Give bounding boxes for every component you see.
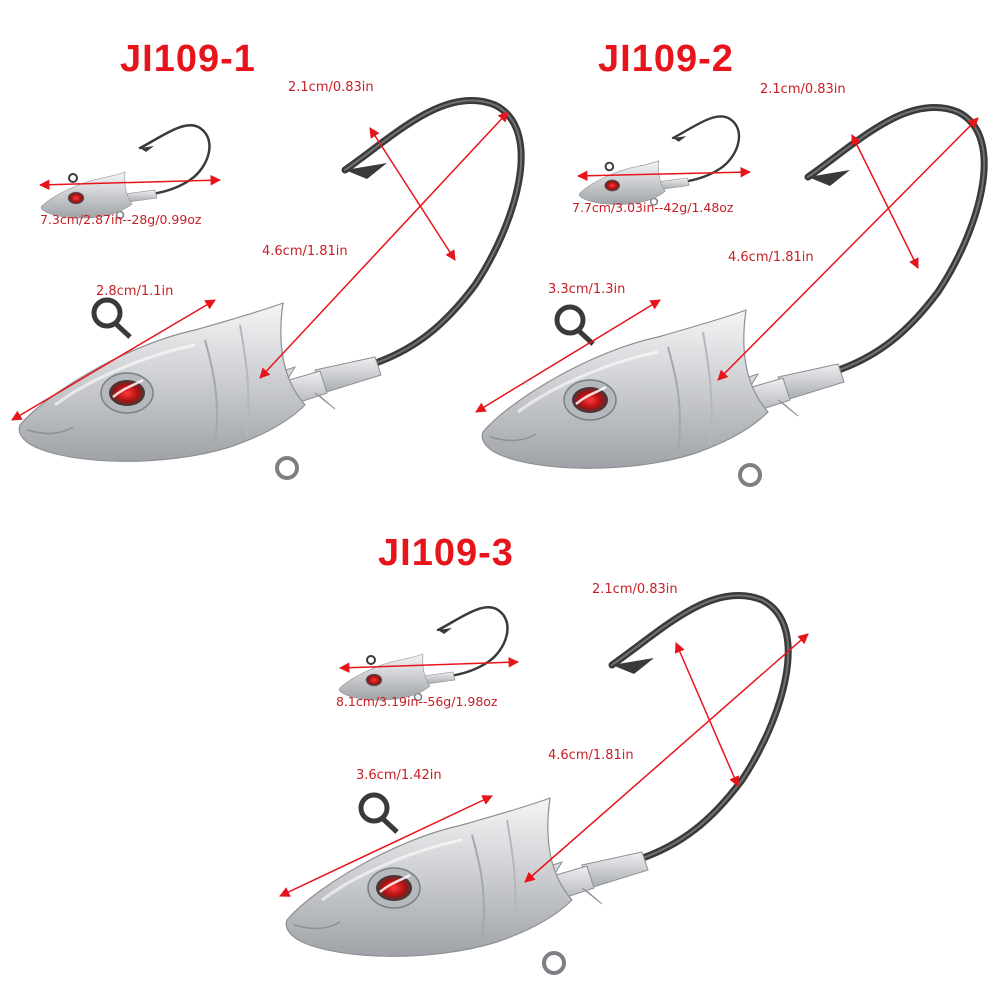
head-arrow-1 <box>11 299 216 421</box>
shank-arrow-2 <box>717 117 979 381</box>
head-label-2: 3.3cm/1.3in <box>548 282 626 297</box>
shank-label-2: 4.6cm/1.81in <box>728 250 814 265</box>
head-arrow-3 <box>279 795 493 897</box>
gap-label-3: 2.1cm/0.83in <box>592 582 678 597</box>
head-label-1: 2.8cm/1.1in <box>96 284 174 299</box>
model-title-3: JI109-3 <box>378 532 514 574</box>
model-title-1: JI109-1 <box>120 38 256 80</box>
gap-arrow-3 <box>674 642 740 787</box>
jig-thumbnail-1 <box>39 124 211 220</box>
shank-arrow-3 <box>524 633 809 883</box>
thumbnail-length-arrow-1 <box>38 175 222 190</box>
jig-illustration-1 <box>19 100 521 478</box>
thumbnail-length-arrow-3 <box>338 657 520 673</box>
gap-label-2: 2.1cm/0.83in <box>760 82 846 97</box>
gap-arrow-2 <box>851 134 919 269</box>
model-title-2: JI109-2 <box>598 38 734 80</box>
spec-label-2: 7.7cm/3.03in--42g/1.48oz <box>572 200 734 215</box>
head-label-3: 3.6cm/1.42in <box>356 768 442 783</box>
gap-label-1: 2.1cm/0.83in <box>288 80 374 95</box>
shank-label-3: 4.6cm/1.81in <box>548 748 634 763</box>
spec-label-1: 7.3cm/2.87in--28g/0.99oz <box>40 212 202 227</box>
jig-thumbnail-2 <box>577 115 741 207</box>
head-arrow-2 <box>475 299 661 413</box>
shank-arrow-1 <box>259 111 509 379</box>
gap-arrow-1 <box>369 127 456 261</box>
spec-label-3: 8.1cm/3.19in--56g/1.98oz <box>336 694 498 709</box>
thumbnail-length-arrow-2 <box>576 166 752 182</box>
shank-label-1: 4.6cm/1.81in <box>262 244 348 259</box>
jig-illustration-3 <box>286 595 788 973</box>
jig-thumbnail-3 <box>337 606 509 702</box>
